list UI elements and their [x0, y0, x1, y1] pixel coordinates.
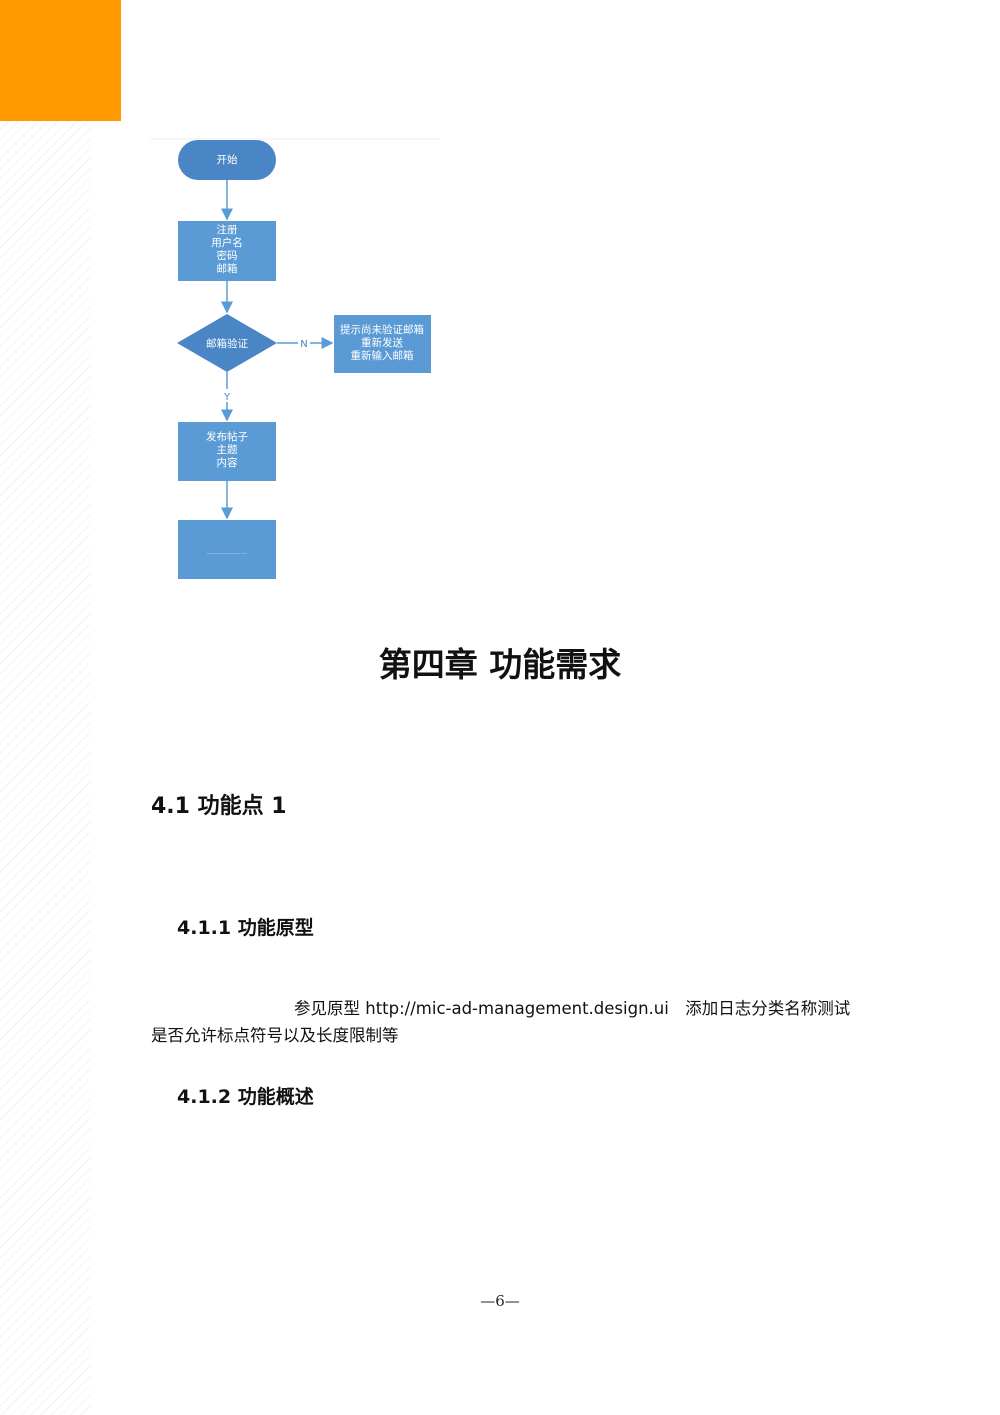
subsection-title-prototype: 4.1.1 功能原型 [177, 917, 314, 939]
paragraph-line: 是否允许标点符号以及长度限制等 [151, 1026, 399, 1045]
flow-register-line: 注册 [217, 223, 238, 236]
flow-post-line: 主题 [217, 444, 238, 456]
flow-decision-label: 邮箱验证 [206, 337, 248, 350]
flow-start-label: 开始 [217, 153, 238, 166]
subsection-title-overview: 4.1.2 功能概述 [177, 1086, 314, 1108]
flow-post-line: 发布帖子 [206, 430, 248, 443]
flow-post-line: 内容 [217, 456, 238, 469]
flow-yes-label: Y [223, 392, 231, 403]
flow-last-label: …………………… [207, 550, 247, 556]
paragraph-line: 参见原型 http://mic-ad-management.design.ui … [294, 999, 851, 1018]
flow-register-node: 注册 用户名 密码 邮箱 [178, 221, 276, 281]
flow-start-node: 开始 [178, 140, 276, 180]
flow-decision-node: 邮箱验证 [177, 314, 277, 372]
flow-register-line: 密码 [217, 249, 238, 262]
registration-flowchart: 开始 注册 用户名 密码 邮箱 邮箱验证 N 提示尚未验证邮箱 重新发送 重新输… [150, 138, 440, 588]
page-number: —6— [480, 1292, 520, 1310]
chapter-title: 第四章 功能需求 [378, 645, 622, 684]
flow-no-label: N [300, 339, 307, 350]
prototype-paragraph: 参见原型 http://mic-ad-management.design.ui … [151, 995, 871, 1049]
flow-register-line: 邮箱 [217, 262, 238, 275]
orange-corner-block [0, 0, 121, 121]
flow-last-node: …………………… [178, 520, 276, 579]
flow-no-branch-line: 重新输入邮箱 [351, 349, 414, 362]
flow-register-line: 用户名 [211, 236, 243, 249]
section-title: 4.1 功能点 1 [151, 794, 287, 819]
flow-post-node: 发布帖子 主题 内容 [178, 422, 276, 481]
flow-no-branch-node: 提示尚未验证邮箱 重新发送 重新输入邮箱 [334, 315, 431, 373]
flow-no-branch-line: 提示尚未验证邮箱 [340, 323, 424, 336]
flow-no-branch-line: 重新发送 [361, 336, 403, 349]
left-margin-hatch [0, 0, 90, 1415]
